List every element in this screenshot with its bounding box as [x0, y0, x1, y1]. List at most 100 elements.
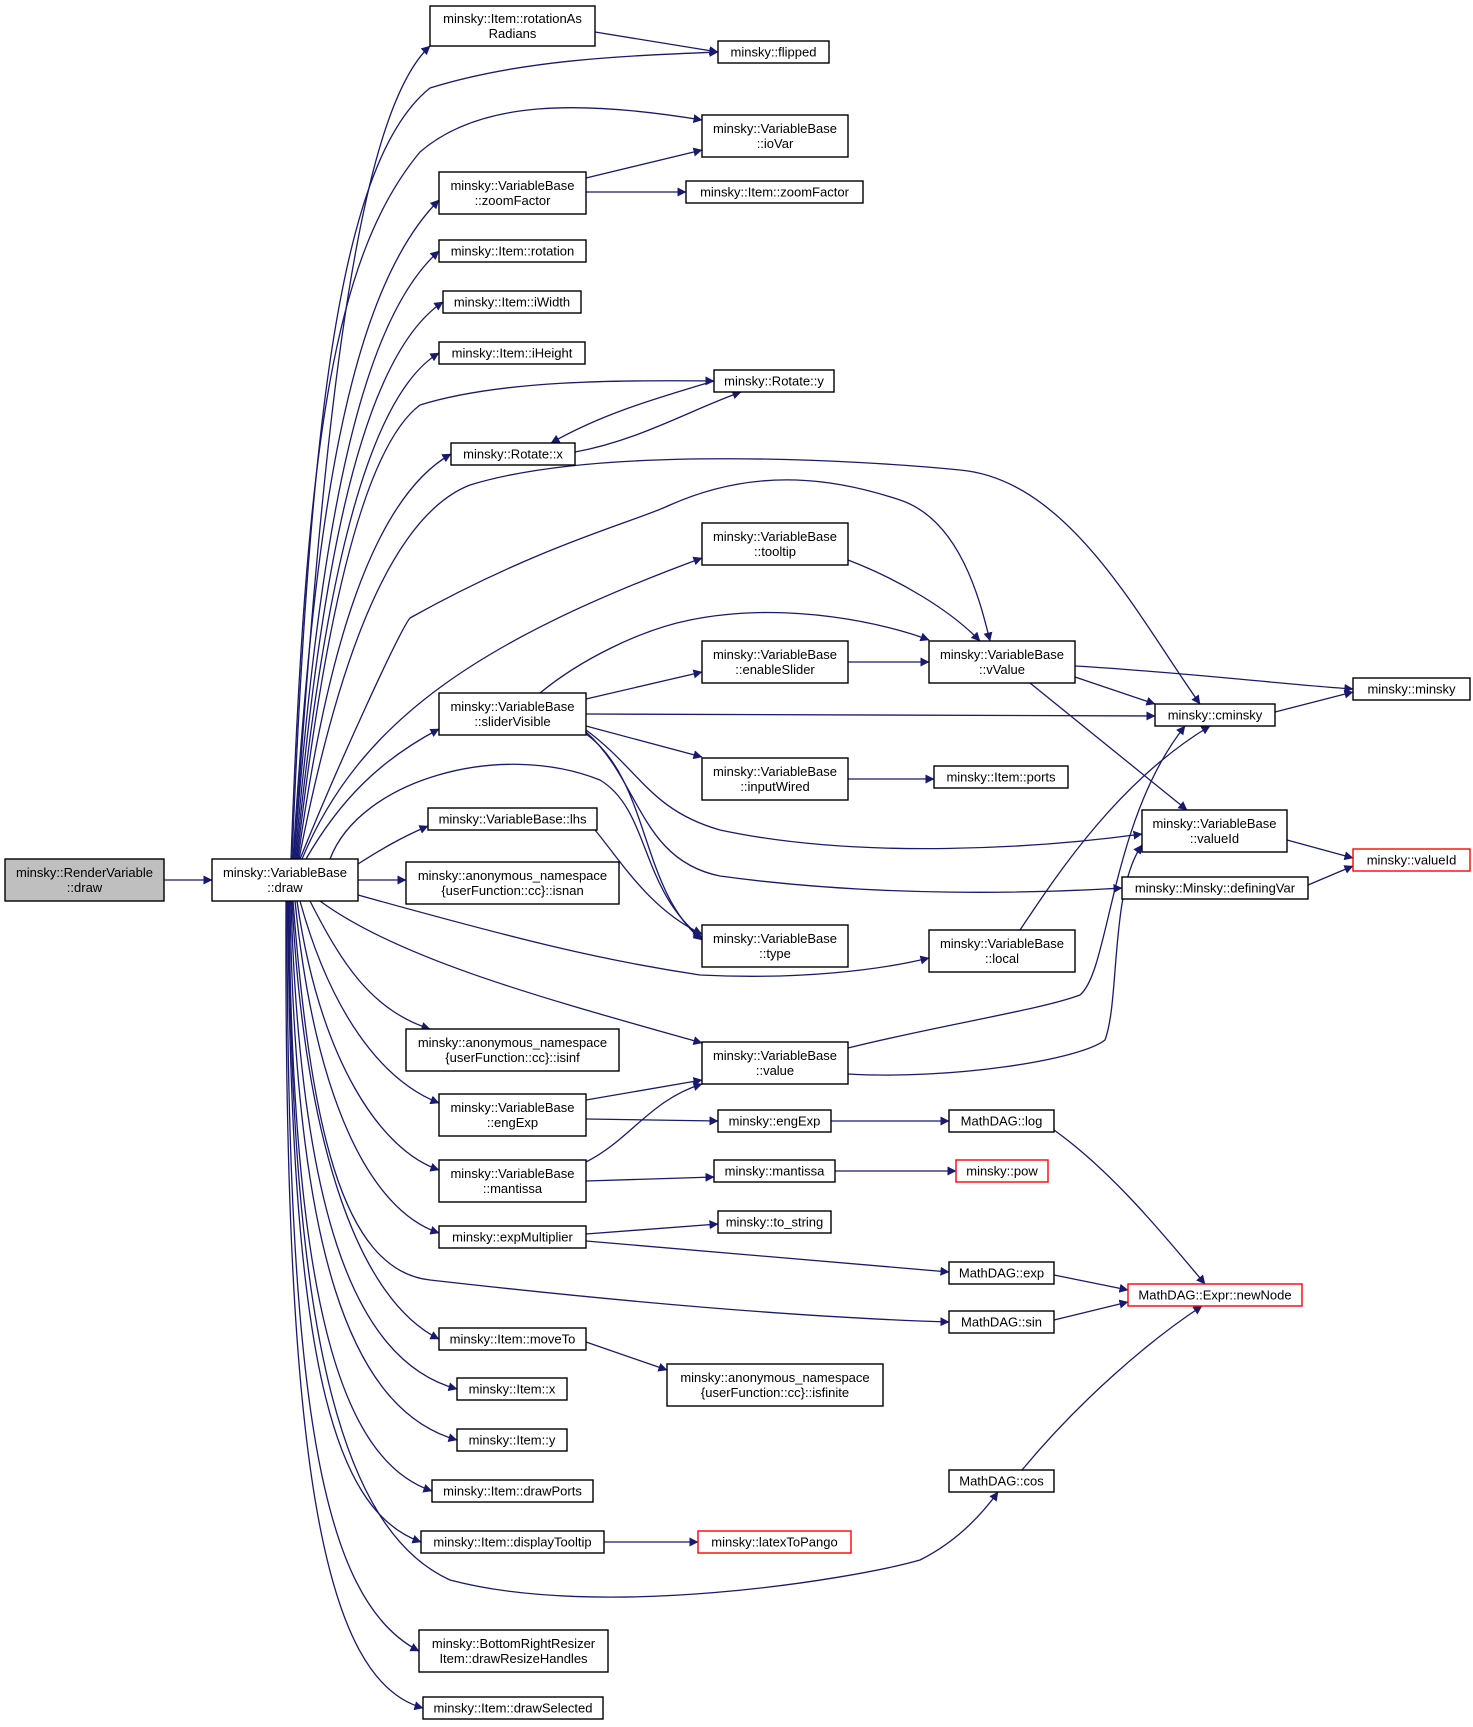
edge-vbdraw-to-vbEngExp	[299, 900, 440, 1105]
node-cos[interactable]: MathDAG::cos	[948, 1469, 1055, 1493]
edge-vValue-to-valueIdM	[1029, 682, 1188, 811]
node-label-line: minsky::VariableBase	[940, 647, 1064, 662]
node-slVis[interactable]: minsky::VariableBase::sliderVisible	[438, 692, 587, 736]
node-tooltip[interactable]: minsky::VariableBase::tooltip	[701, 522, 849, 566]
node-drawSel[interactable]: minsky::Item::drawSelected	[422, 1696, 604, 1720]
node-box	[1141, 809, 1288, 853]
node-valueId[interactable]: minsky::valueId	[1352, 848, 1471, 872]
node-iHeight[interactable]: minsky::Item::iHeight	[438, 341, 586, 365]
node-vValue[interactable]: minsky::VariableBase::vValue	[928, 640, 1076, 684]
node-label-line: ::draw	[267, 880, 303, 895]
node-rv[interactable]: minsky::RenderVariable::draw	[4, 858, 165, 902]
node-label-line: minsky::Item::rotation	[451, 244, 575, 259]
node-dispTip[interactable]: minsky::Item::displayTooltip	[420, 1530, 605, 1554]
node-iWidth[interactable]: minsky::Item::iWidth	[442, 290, 582, 314]
node-ports[interactable]: minsky::Item::ports	[933, 765, 1069, 789]
edge-vbdraw-to-roty	[296, 376, 715, 860]
node-lhs[interactable]: minsky::VariableBase::lhs	[427, 807, 598, 831]
node-label-line: minsky::VariableBase	[713, 529, 837, 544]
edge-roty-to-rotx	[550, 380, 715, 444]
edge-tooltip-to-vValue	[847, 559, 981, 642]
edge-rotRad-to-flipped	[594, 31, 719, 56]
node-vbMant[interactable]: minsky::VariableBase::mantissa	[438, 1159, 587, 1203]
node-box	[420, 1530, 605, 1554]
node-isinf[interactable]: minsky::anonymous_namespace{userFunction…	[405, 1028, 620, 1072]
node-roty[interactable]: minsky::Rotate::y	[713, 369, 835, 393]
node-itemx[interactable]: minsky::Item::x	[456, 1377, 568, 1401]
edge-defVar-to-valueId	[1307, 865, 1354, 886]
node-rotation[interactable]: minsky::Item::rotation	[438, 239, 587, 263]
node-log[interactable]: MathDAG::log	[948, 1109, 1055, 1133]
node-exp[interactable]: MathDAG::exp	[948, 1261, 1055, 1285]
node-isfinite[interactable]: minsky::anonymous_namespace{userFunction…	[666, 1363, 884, 1407]
node-box	[701, 924, 849, 968]
edge-vbdraw-to-type	[329, 763, 703, 939]
node-newNode[interactable]: MathDAG::Expr::newNode	[1127, 1283, 1303, 1307]
edge-slVis-to-cminsky	[585, 711, 1156, 721]
node-mant[interactable]: minsky::mantissa	[713, 1159, 836, 1183]
node-latex[interactable]: minsky::latexToPango	[697, 1530, 852, 1554]
node-box	[928, 929, 1076, 973]
node-itemy[interactable]: minsky::Item::y	[456, 1428, 568, 1452]
node-vbdraw[interactable]: minsky::VariableBase::draw	[211, 858, 359, 902]
node-label-line: minsky::RenderVariable	[16, 865, 153, 880]
node-local[interactable]: minsky::VariableBase::local	[928, 929, 1076, 973]
node-isnan[interactable]: minsky::anonymous_namespace{userFunction…	[405, 861, 620, 905]
node-box	[697, 1530, 852, 1554]
edge-vbdraw-to-drawPorts	[288, 900, 433, 1493]
node-value[interactable]: minsky::VariableBase::value	[701, 1041, 849, 1085]
node-pow[interactable]: minsky::pow	[955, 1159, 1049, 1183]
node-type[interactable]: minsky::VariableBase::type	[701, 924, 849, 968]
node-inWired[interactable]: minsky::VariableBase::inputWired	[701, 757, 849, 801]
node-defVar[interactable]: minsky::Minsky::definingVar	[1121, 876, 1309, 900]
edge-rotx-to-roty	[574, 390, 742, 453]
node-expMul[interactable]: minsky::expMultiplier	[438, 1225, 587, 1249]
node-rotx[interactable]: minsky::Rotate::x	[450, 442, 576, 466]
edge-slVis-to-enSlider	[585, 669, 703, 700]
node-box	[456, 1428, 568, 1452]
edge-vbdraw-to-resize	[286, 900, 420, 1652]
node-toString[interactable]: minsky::to_string	[717, 1210, 832, 1234]
node-vbEngExp[interactable]: minsky::VariableBase::engExp	[438, 1093, 587, 1137]
node-label-line: minsky::latexToPango	[711, 1535, 837, 1550]
node-moveTo[interactable]: minsky::Item::moveTo	[438, 1327, 587, 1351]
edge-slVis-to-type	[585, 733, 703, 941]
node-label-line: ::value	[756, 1063, 794, 1078]
node-box	[955, 1159, 1049, 1183]
node-box	[1352, 677, 1471, 701]
node-label-line: ::inputWired	[740, 779, 809, 794]
node-vbzoom[interactable]: minsky::VariableBase::zoomFactor	[438, 171, 587, 215]
node-label-line: minsky::VariableBase	[713, 647, 837, 662]
node-cminsky[interactable]: minsky::cminsky	[1154, 703, 1276, 727]
node-label-line: minsky::engExp	[729, 1114, 821, 1129]
node-label-line: Item::drawResizeHandles	[439, 1651, 588, 1666]
edge-vbdraw-to-lhs	[357, 825, 429, 865]
edge-vbMant-to-mant	[585, 1172, 715, 1182]
node-sin[interactable]: MathDAG::sin	[948, 1310, 1055, 1334]
node-box	[701, 757, 849, 801]
node-label-line: minsky::VariableBase	[450, 1166, 574, 1181]
node-valueIdM[interactable]: minsky::VariableBase::valueId	[1141, 809, 1288, 853]
node-box	[422, 1696, 604, 1720]
node-enSlider[interactable]: minsky::VariableBase::enableSlider	[701, 640, 849, 684]
node-itemzoom[interactable]: minsky::Item::zoomFactor	[685, 180, 864, 204]
node-label-line: ::ioVar	[757, 136, 794, 151]
node-label-line: minsky::valueId	[1367, 853, 1457, 868]
node-ioVar[interactable]: minsky::VariableBase::ioVar	[701, 114, 849, 158]
node-box	[685, 180, 864, 204]
node-flipped[interactable]: minsky::flipped	[717, 40, 830, 64]
node-label-line: minsky::anonymous_namespace	[680, 1370, 869, 1385]
edge-sin-to-newNode	[1053, 1299, 1129, 1321]
node-label-line: {userFunction::cc}::isfinite	[701, 1385, 849, 1400]
node-engExp[interactable]: minsky::engExp	[717, 1109, 832, 1133]
node-minsky[interactable]: minsky::minsky	[1352, 677, 1471, 701]
node-label-line: minsky::BottomRightResizer	[432, 1636, 596, 1651]
node-label-line: ::sliderVisible	[474, 714, 550, 729]
edge-vbdraw-to-vbMant	[296, 900, 440, 1172]
node-resize[interactable]: minsky::BottomRightResizerItem::drawResi…	[418, 1629, 609, 1673]
node-label-line: minsky::expMultiplier	[452, 1230, 573, 1245]
node-label-line: ::enableSlider	[735, 662, 815, 677]
node-drawPorts[interactable]: minsky::Item::drawPorts	[431, 1479, 594, 1503]
node-box	[456, 1377, 568, 1401]
